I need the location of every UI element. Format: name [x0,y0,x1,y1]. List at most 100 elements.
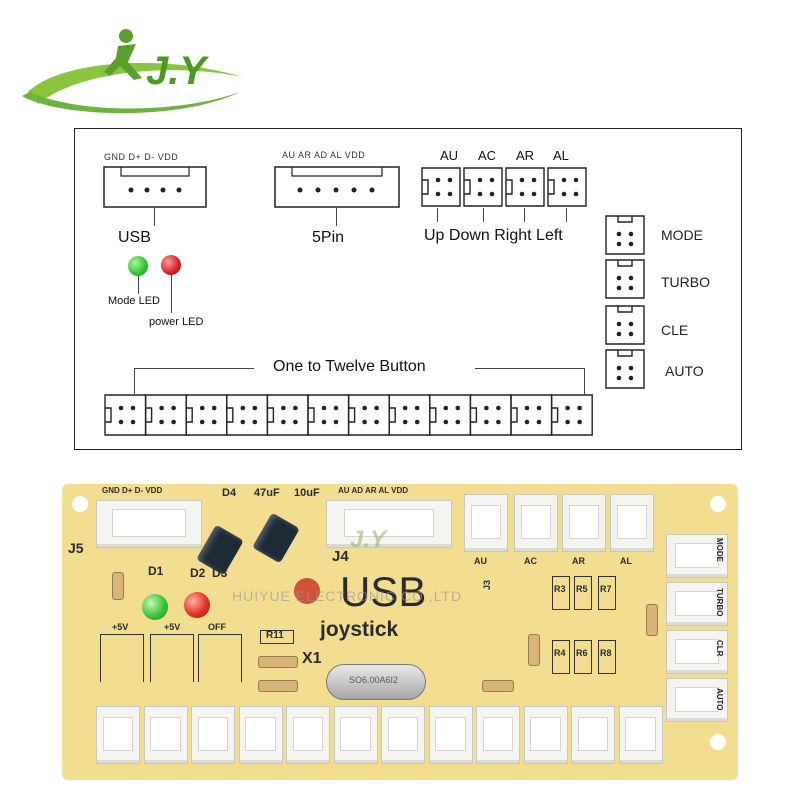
r5-box [574,576,592,610]
dir-pin-ac: AC [478,148,497,163]
board-auto-connector [666,678,728,722]
r6-box [574,640,592,674]
usb-pin-labels: GND D+ D- VDD [104,152,179,162]
pcb-board: GND D+ D- VDD AU AD AR AL VDD D4 47uF 10… [62,484,738,780]
resistor [112,572,124,600]
button-connector-diagram [347,394,390,436]
board-usb-connector [96,500,202,548]
board-button-connector [571,706,615,764]
usb-board-text: USB [340,568,427,615]
board-side-turbo: TURBO [715,588,724,617]
power-led-label: power LED [149,316,204,328]
board-green-led [142,594,168,620]
side-label-mode: MODE [661,227,703,243]
dir-pin-al: AL [553,148,569,163]
button-connector-diagram [469,394,512,436]
j5-label: J5 [68,540,84,556]
board-button-connector [476,706,520,764]
r11-box [260,630,294,644]
resistor [528,634,540,666]
power-header-3 [198,634,242,682]
mounting-hole [72,496,88,512]
capacitor-10uf [252,512,300,564]
buttons-label: One to Twelve Button [273,358,426,375]
board-right-connector [562,494,606,552]
side-label-turbo: TURBO [661,274,710,290]
r11-label: R11 [266,630,284,641]
board-red-led [184,592,210,618]
board-down-connector [514,494,558,552]
watermark-text: HUIYUE ELECTRONIC CO.,LTD [232,588,463,604]
jy-logo: J.Y [18,22,258,122]
button-connector-diagram [429,394,472,436]
usb-connector-diagram [103,166,207,208]
fivepin-connector-diagram [274,166,400,208]
board-al: AL [620,556,632,566]
board-up-connector [464,494,508,552]
power-header-1 [100,634,144,682]
board-button-connector [191,706,235,764]
button-connector-diagram [388,394,431,436]
r7-label: R7 [600,584,612,594]
mounting-hole [710,734,726,750]
resistor [258,680,298,692]
board-side-auto: AUTO [715,688,724,711]
mode-led-label: Mode LED [108,295,160,307]
fivepin-pin-labels: AU AR AD AL VDD [282,150,366,160]
button-connector-diagram [185,394,228,436]
button-connector-diagram [104,394,147,436]
board-ar: AR [572,556,585,566]
cap2-label: 10uF [294,487,320,499]
resistor [482,680,514,692]
r4-label: R4 [554,648,566,658]
board-button-connector [286,706,330,764]
logo-text: J.Y [146,49,209,93]
fivepin-label: 5Pin [312,229,345,246]
r8-box [598,640,616,674]
button-connector-diagram [144,394,187,436]
r4-box [552,640,570,674]
board-button-connector [523,706,568,764]
board-clr-connector [666,630,728,674]
crystal-oscillator: SO6.00A6I2 [326,664,426,700]
d4-label: D4 [222,487,237,499]
dir-pin-au: AU [440,148,459,163]
r5-label: R5 [576,584,588,594]
board-button-connector [238,706,283,764]
board-au: AU [474,556,487,566]
board-left-connector [610,494,654,552]
board-ac: AC [524,556,537,566]
d2-label: D2 [190,566,206,580]
mounting-hole [710,496,726,512]
board-usb-pin-labels: GND D+ D- VDD [102,486,163,495]
button-connector-diagram [550,394,593,436]
d3-label: D3 [212,566,228,580]
direction-connectors-diagram [420,166,590,208]
r7-box [598,576,616,610]
board-button-connector [143,706,188,764]
power-led [161,255,181,275]
board-5pin-pin-labels: AU AD AR AL VDD [338,486,409,495]
resistor [258,656,298,668]
button-connector-diagram [266,394,309,436]
board-turbo-connector [666,582,728,626]
board-button-connector [96,706,140,764]
ceramic-capacitor [294,578,320,604]
direction-labels: Up Down Right Left [424,227,563,244]
usb-label: USB [118,229,151,246]
button-connectors-diagram [104,394,594,436]
power-header-2 [150,634,194,682]
d1-label: D1 [148,564,164,578]
button-connector-diagram [226,394,269,436]
board-mode-connector [666,534,728,578]
board-side-clr: CLR [715,640,724,657]
resistor [646,604,658,636]
cap1-label: 47uF [254,487,280,499]
board-button-connector [333,706,378,764]
plus5v-label-2: +5V [164,622,181,632]
board-button-connector [618,706,663,764]
dir-pin-ar: AR [516,148,535,163]
button-connector-diagram [510,394,553,436]
r3-box [552,576,570,610]
joystick-board-text: joystick [320,618,399,641]
